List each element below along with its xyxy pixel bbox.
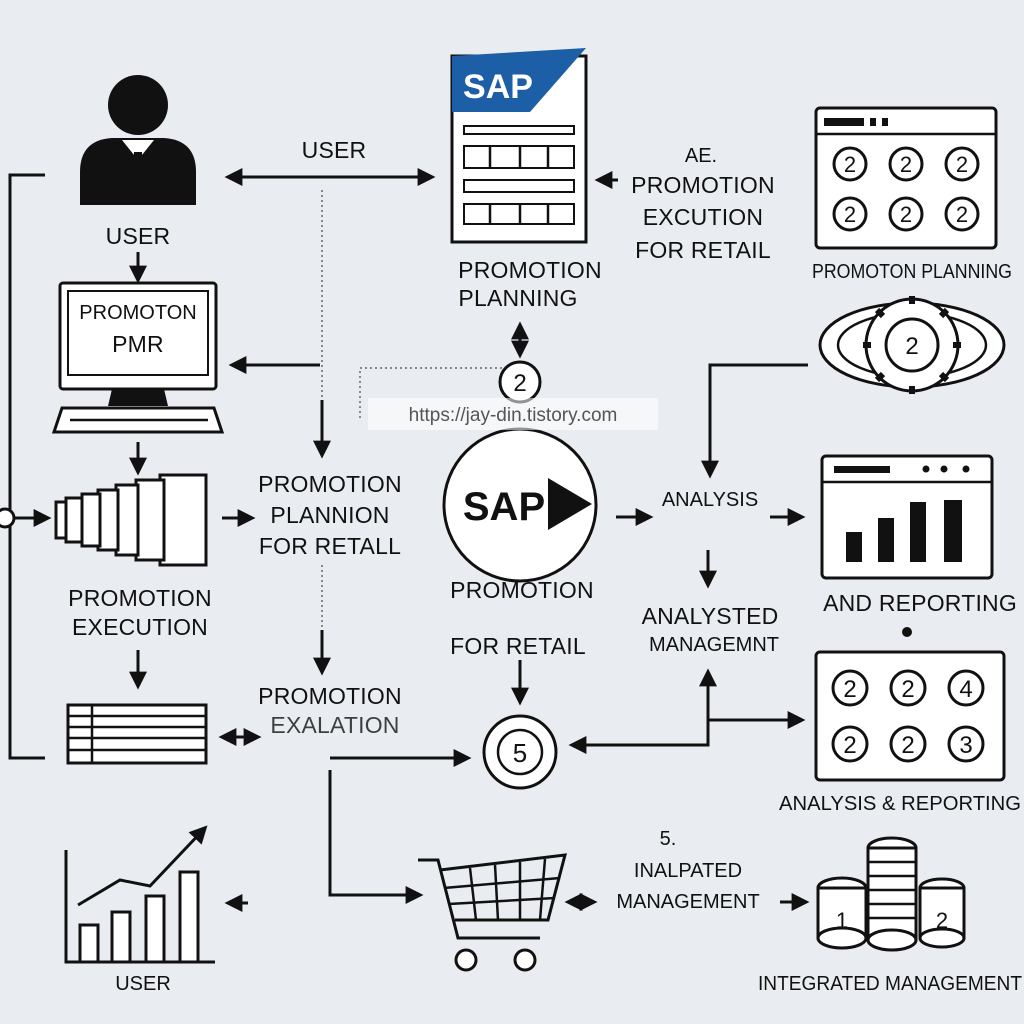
connectors <box>0 168 912 912</box>
exec-label-1: PROMOTION <box>631 172 775 198</box>
promotion-plannion-label-1: PROMOTION <box>258 471 402 497</box>
grid-cell: 2 <box>844 202 856 227</box>
inalpated-label-0: 5. <box>660 828 677 850</box>
watermark-box <box>368 398 658 430</box>
bottom-right-grid-cells: 2 2 4 2 2 3 <box>831 669 985 763</box>
grid-cell: 2 <box>843 732 856 759</box>
promotion-evaluation-label-2: EXALATION <box>270 712 399 738</box>
growth-chart-icon <box>64 825 215 964</box>
bar-chart-window-icon <box>820 454 994 580</box>
monitor-label-2: PMR <box>112 331 164 357</box>
user-icon <box>80 75 196 205</box>
promotion-planning-label-2: PLANNING <box>458 285 577 311</box>
grid-cell: 4 <box>959 676 972 703</box>
user-top-label: USER <box>106 223 171 249</box>
sap-mid-logo-text: SAP <box>463 485 545 529</box>
analysis-reporting-label: ANALYSIS & REPORTING <box>779 793 1021 815</box>
cabinet-icon <box>54 473 208 567</box>
cart-icon <box>418 853 568 972</box>
top-right-grid-cells: 2 2 2 2 2 2 <box>832 146 980 232</box>
grid-cell: 3 <box>959 732 972 759</box>
exec-label-3: FOR RETAIL <box>635 237 771 263</box>
sap-logo-shape <box>452 48 586 112</box>
promotion-plannion-label-3: FOR RETALL <box>259 533 401 559</box>
grid-cell: 2 <box>844 152 856 177</box>
table-icon <box>66 703 208 765</box>
user-bottom-label: USER <box>115 973 171 995</box>
sap-arrow-icon <box>442 427 598 583</box>
node-two-label: 2 <box>513 370 526 397</box>
inalpated-label-2: MANAGEMENT <box>616 891 759 913</box>
grid-cell: 2 <box>956 202 968 227</box>
grid-cell: 2 <box>843 676 856 703</box>
gear-icon <box>818 296 1006 394</box>
analysted-label-2: MANAGEMNT <box>649 634 779 656</box>
exec-label-0: AE. <box>685 145 717 167</box>
right-promotion-planning-label: PROMOTON PLANNING <box>812 261 1012 283</box>
gear-label: 2 <box>905 333 918 360</box>
promotion-plannion-label-2: PLANNION <box>270 502 389 528</box>
node-five <box>482 714 558 790</box>
monitor-icon <box>51 281 225 434</box>
promotion-planning-label-1: PROMOTION <box>458 257 602 283</box>
sap-document-icon <box>450 48 588 244</box>
grid-cell: 2 <box>901 732 914 759</box>
promotion-retail-label-2: FOR RETAIL <box>450 633 586 659</box>
grid-cell: 2 <box>900 152 912 177</box>
coins-icon <box>816 836 966 952</box>
and-reporting-label: AND REPORTING <box>823 590 1017 616</box>
node-five-label: 5 <box>513 738 527 768</box>
grid-cell: 2 <box>901 676 914 703</box>
promotion-execution-label-2: EXECUTION <box>72 614 208 640</box>
promotion-execution-label-1: PROMOTION <box>68 585 212 611</box>
grid-cell: 2 <box>956 152 968 177</box>
monitor-label-1: PROMOTON <box>79 302 196 324</box>
coin-right-label: 2 <box>936 908 948 933</box>
user-arrow-label: USER <box>302 137 367 163</box>
analysis-mid-label: ANALYSIS <box>662 489 758 511</box>
analysted-label-1: ANALYSTED <box>642 603 779 629</box>
exec-label-2: EXCUTION <box>643 204 763 230</box>
integrated-management-label: INTEGRATED MANAGEMENT <box>758 973 1022 995</box>
promotion-evaluation-label-1: PROMOTION <box>258 683 402 709</box>
promotion-retail-label-1: PROMOTION <box>450 577 594 603</box>
coin-left-label: 1 <box>836 908 848 933</box>
sap-top-logo-text: SAP <box>463 68 533 106</box>
grid-cell: 2 <box>900 202 912 227</box>
inalpated-label-1: INALPATED <box>634 860 742 882</box>
loop-node <box>0 507 16 529</box>
watermark-text: https://jay-din.tistory.com <box>409 405 618 426</box>
